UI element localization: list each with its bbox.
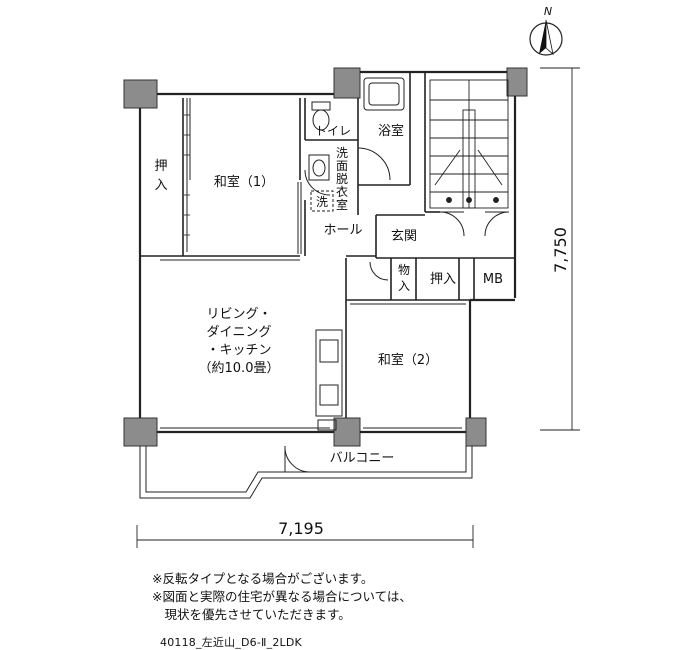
monoire-label: 物 入 [398, 263, 410, 293]
svg-text:・キッチン: ・キッチン [206, 343, 271, 358]
tatami-ticks [184, 114, 190, 236]
oshiire2-label: 押入 [430, 272, 456, 287]
svg-text:ダイニング: ダイニング [206, 325, 271, 340]
svg-text:洗: 洗 [336, 146, 348, 160]
width-dimension: 7,195 [278, 519, 324, 538]
senmen-label: 洗 面 脱 衣 室 [336, 146, 348, 212]
note-line: 現状を優先させていただきます。 [152, 607, 351, 622]
oshiire-left-label: 押 入 [154, 159, 167, 193]
structural-columns [123, 67, 528, 447]
hall-label: ホール [323, 223, 362, 238]
svg-text:衣: 衣 [336, 184, 348, 199]
svg-text:室: 室 [336, 197, 348, 212]
sliding-doors [160, 98, 466, 429]
plan-caption: 40118_左近山_D6-Ⅱ_2LDK [160, 636, 302, 649]
note-line: ※反転タイプとなる場合がございます。 [152, 571, 374, 586]
washitsu1-label: 和室（1） [214, 174, 274, 190]
mb-label: MB [483, 272, 503, 287]
bathtub [363, 77, 405, 111]
dimension-lines [136, 67, 580, 548]
washer-label: 洗 [316, 195, 328, 209]
toilet-label: トイレ [315, 124, 351, 138]
north-label: N [544, 5, 552, 18]
toilet-fixture [311, 101, 331, 131]
height-dimension: 7,750 [551, 227, 570, 273]
svg-text:入: 入 [398, 279, 410, 293]
kitchen-counter [315, 329, 343, 417]
ldk-label: リビング・ ダイニング ・キッチン （約10.0畳） [199, 307, 280, 376]
svg-text:（約10.0畳）: （約10.0畳） [199, 361, 280, 376]
genkan-label: 玄関 [391, 229, 417, 244]
svg-text:脱: 脱 [336, 171, 348, 186]
svg-text:押: 押 [154, 159, 167, 174]
staircase [429, 79, 509, 209]
bath-label: 浴室 [378, 123, 404, 139]
svg-text:入: 入 [154, 178, 167, 193]
note-line: ※図面と実際の住宅が異なる場合については、 [152, 589, 412, 604]
balcony-label: バルコニー [330, 451, 395, 466]
north-compass [529, 19, 563, 56]
notes: ※反転タイプとなる場合がございます。 ※図面と実際の住宅が異なる場合については、… [152, 570, 412, 624]
washbasin [308, 154, 330, 181]
exterior-walls [138, 70, 517, 434]
svg-text:リビング・: リビング・ [206, 307, 271, 322]
svg-text:物: 物 [398, 263, 410, 277]
washitsu2-label: 和室（2） [378, 352, 438, 368]
balcony-outline [139, 419, 473, 499]
svg-text:面: 面 [336, 159, 348, 173]
washer-box [310, 190, 334, 212]
